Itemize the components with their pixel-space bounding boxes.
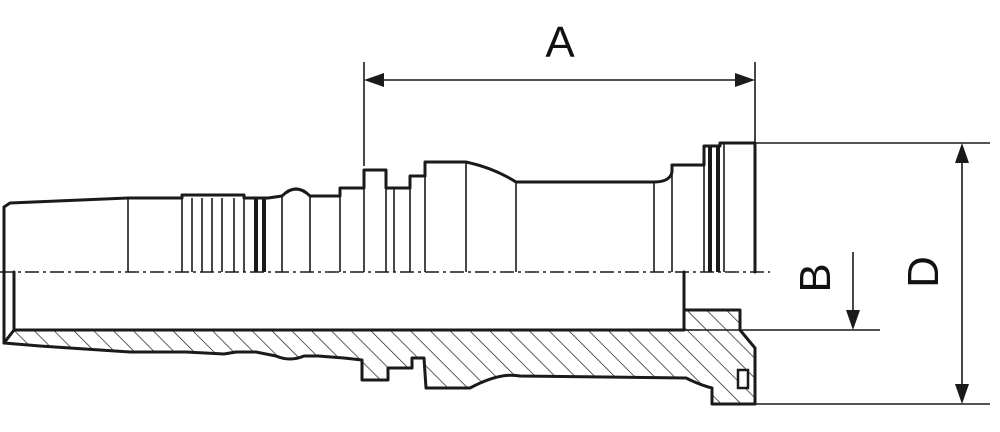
dimension-b-label: B — [791, 263, 840, 292]
dimension-a: A — [363, 18, 756, 166]
fitting-section — [2, 270, 757, 406]
fitting-outline — [2, 141, 757, 274]
dimension-b: B — [700, 252, 880, 331]
dimension-d-label: D — [899, 256, 948, 288]
dimension-d: D — [755, 142, 990, 405]
dimension-a-label: A — [545, 18, 575, 67]
